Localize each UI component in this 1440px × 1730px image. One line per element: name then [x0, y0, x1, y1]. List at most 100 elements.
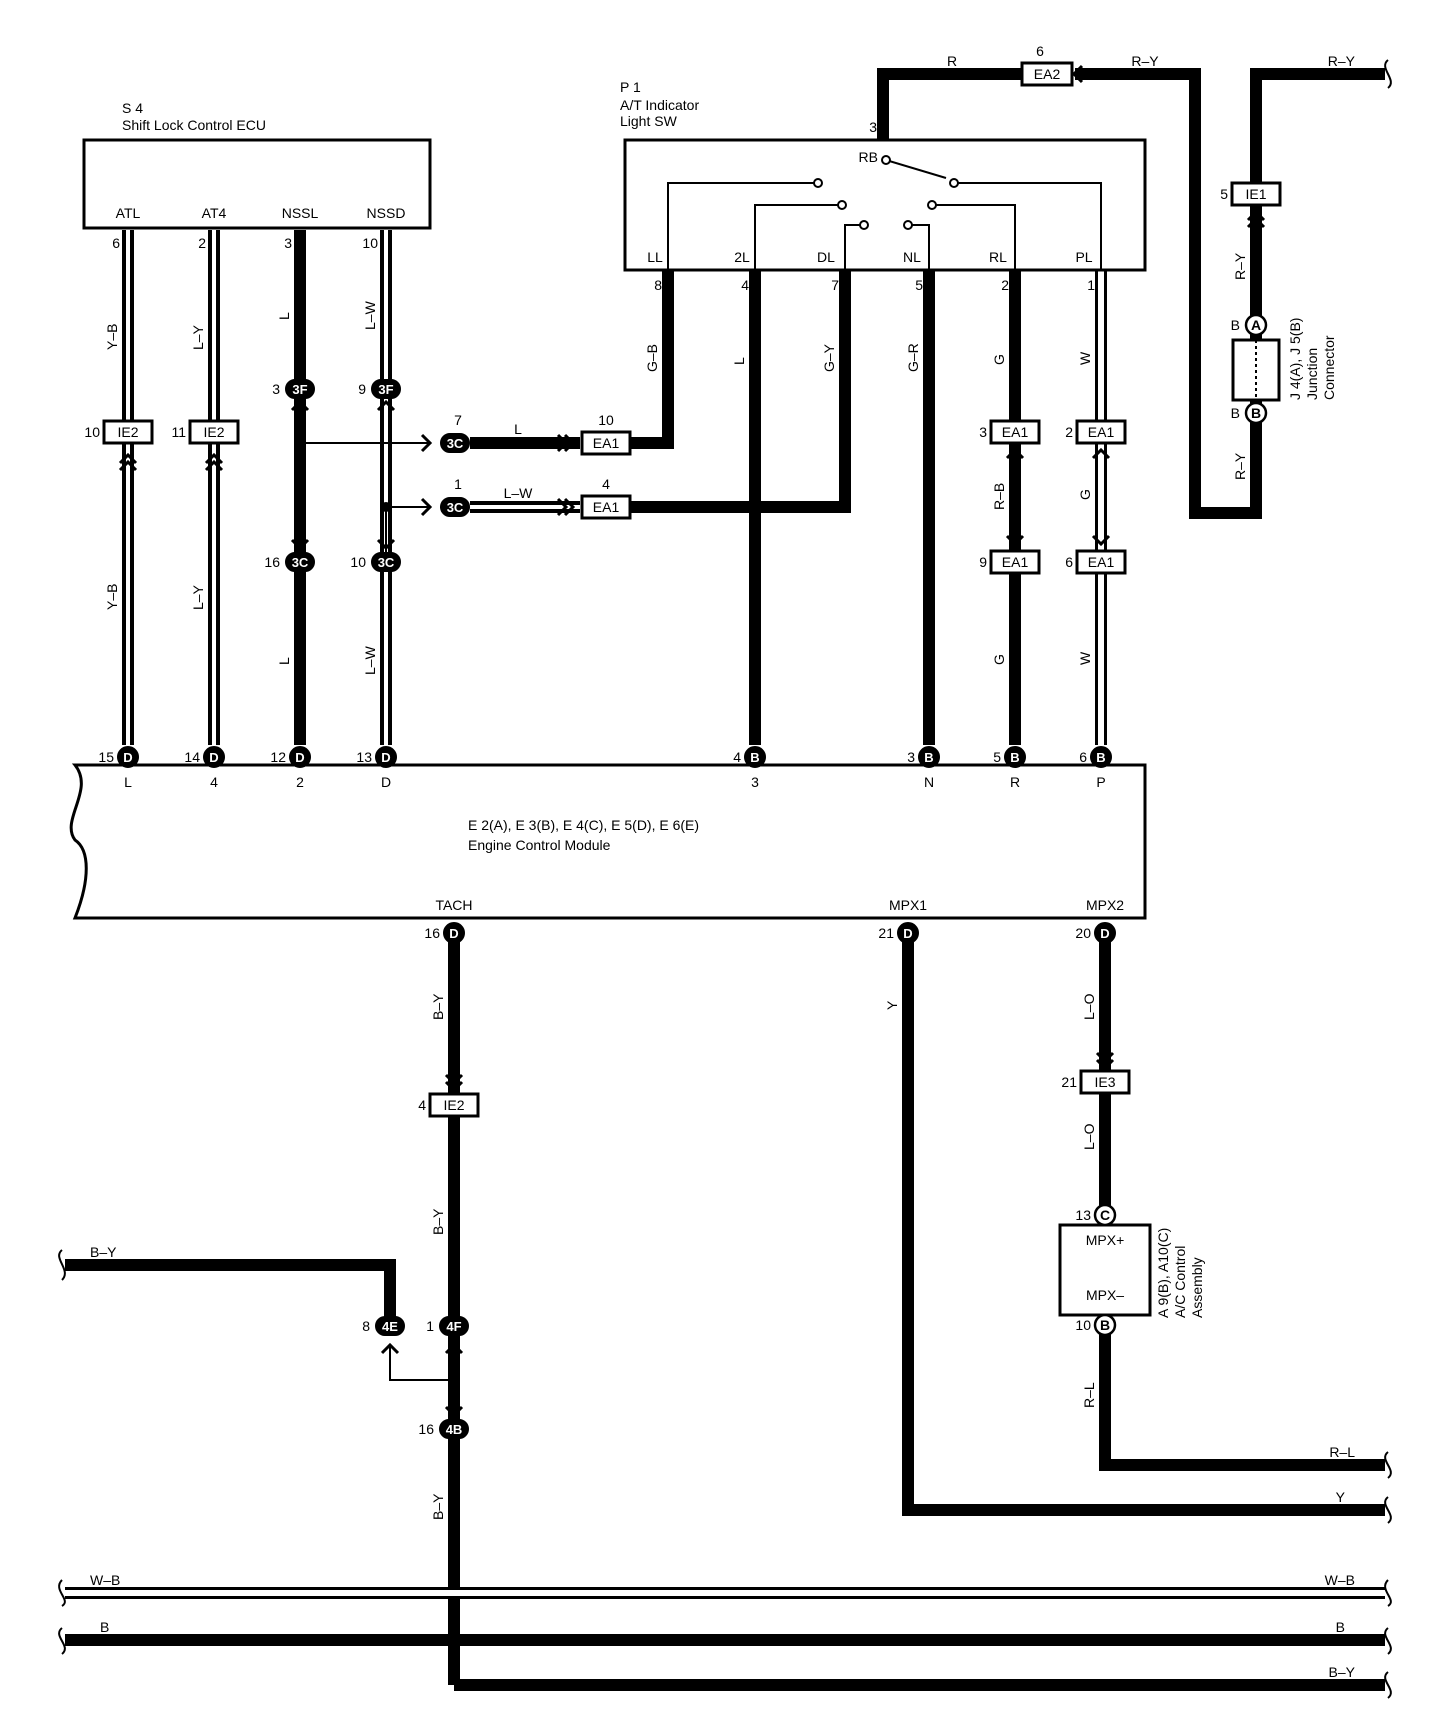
svg-text:R–Y: R–Y	[1232, 252, 1248, 280]
svg-text:2: 2	[1065, 424, 1073, 440]
s4-pin-num-6: 6	[112, 235, 120, 251]
svg-text:B–Y: B–Y	[430, 1493, 446, 1520]
svg-text:IE2: IE2	[443, 1097, 464, 1113]
svg-text:3F: 3F	[378, 382, 393, 397]
ecm-pin-3: 3	[751, 774, 759, 790]
svg-text:IE2: IE2	[117, 424, 138, 440]
p1-name-2: Light SW	[620, 113, 678, 129]
4e-branch-wire	[389, 1345, 454, 1381]
svg-text:G: G	[991, 354, 1007, 365]
p1-common-label: RB	[859, 149, 878, 165]
p1-pin-dl: DL	[817, 249, 835, 265]
ecm-pin-n: N	[924, 774, 934, 790]
chevrons	[118, 64, 1266, 1418]
svg-text:9: 9	[358, 381, 366, 397]
svg-text:G: G	[991, 654, 1007, 665]
svg-text:R–B: R–B	[991, 483, 1007, 510]
svg-text:5: 5	[993, 749, 1001, 765]
svg-text:L–W: L–W	[362, 645, 378, 675]
s4-pin-nssl: NSSL	[282, 205, 319, 221]
svg-text:10: 10	[1075, 1317, 1091, 1333]
shift-lock-ecu: S 4 Shift Lock Control ECU ATL AT4 NSSL …	[82, 100, 432, 251]
p1-pin-nl: NL	[903, 249, 921, 265]
ecm-pin-l: L	[124, 774, 132, 790]
s4-name: Shift Lock Control ECU	[122, 117, 266, 133]
p1-pin-num-7: 7	[831, 277, 839, 293]
svg-text:R–L: R–L	[1081, 1382, 1097, 1408]
ecm-pin-4: 4	[210, 774, 218, 790]
svg-text:21: 21	[1061, 1074, 1077, 1090]
svg-text:W–B: W–B	[90, 1572, 120, 1588]
svg-text:D: D	[295, 750, 304, 765]
svg-text:L–O: L–O	[1081, 993, 1097, 1020]
svg-text:D: D	[123, 750, 132, 765]
ry-loop-wire	[1075, 68, 1385, 519]
ac-mpx-plus: MPX+	[1086, 1232, 1125, 1248]
svg-text:C: C	[1100, 1207, 1110, 1223]
svg-text:7: 7	[454, 412, 462, 428]
p1-id: P 1	[620, 79, 641, 95]
ecm-pin-mpx1: MPX1	[889, 897, 927, 913]
p1-pin-num-4: 4	[741, 277, 749, 293]
ac-control-assembly: MPX+ MPX– C 13 B 10 A 9(B), A10(C) A/C C…	[1058, 1203, 1205, 1337]
junction-id: J 4(A), J 5(B)	[1287, 318, 1303, 400]
left-by-wire	[65, 1259, 396, 1325]
svg-text:3C: 3C	[292, 555, 309, 570]
mpx1-wire	[902, 935, 1385, 1516]
svg-text:B–Y: B–Y	[430, 1208, 446, 1235]
s4-pin-num-3: 3	[284, 235, 292, 251]
svg-text:B–Y: B–Y	[90, 1244, 117, 1260]
svg-text:L–W: L–W	[362, 300, 378, 330]
ecm-pin-p: P	[1096, 774, 1105, 790]
svg-text:B: B	[1231, 317, 1240, 333]
svg-text:Y: Y	[1336, 1489, 1346, 1505]
bus-ends	[58, 59, 1392, 1699]
svg-text:3: 3	[272, 381, 280, 397]
svg-text:6: 6	[1079, 749, 1087, 765]
svg-text:D: D	[903, 926, 912, 941]
svg-text:A: A	[1251, 317, 1261, 333]
svg-text:EA1: EA1	[1088, 554, 1115, 570]
ecm-pin-r: R	[1010, 774, 1020, 790]
svg-text:B: B	[1010, 750, 1019, 765]
svg-text:6: 6	[1036, 43, 1044, 59]
bus-labels: R–Y R–L Y W–B W–B B B B–Y	[90, 53, 1356, 1680]
svg-text:G–R: G–R	[905, 343, 921, 372]
svg-text:D: D	[381, 750, 390, 765]
s4-pin-nssd: NSSD	[367, 205, 406, 221]
p1-pin-rl: RL	[989, 249, 1007, 265]
svg-text:9: 9	[979, 554, 987, 570]
junction-connector: A B B B J 4(A), J 5(B) Junction Connecto…	[1231, 313, 1337, 425]
svg-text:B: B	[1251, 405, 1261, 421]
wires	[65, 68, 1385, 1691]
svg-text:4: 4	[602, 476, 610, 492]
svg-text:10: 10	[598, 412, 614, 428]
ac-name-1: A/C Control	[1172, 1246, 1188, 1318]
svg-text:3: 3	[907, 749, 915, 765]
p1-pin-num-2: 2	[1001, 277, 1009, 293]
svg-text:4E: 4E	[382, 1319, 398, 1334]
svg-text:EA1: EA1	[1088, 424, 1115, 440]
svg-text:B: B	[100, 1619, 109, 1635]
ecm-bottom-pins: D 16 D 21 D 20	[424, 922, 1116, 944]
svg-text:D: D	[209, 750, 218, 765]
svg-text:5: 5	[1220, 186, 1228, 202]
svg-text:L: L	[731, 357, 747, 365]
svg-text:D: D	[449, 926, 458, 941]
svg-text:1: 1	[454, 476, 462, 492]
svg-text:11: 11	[171, 424, 186, 440]
svg-text:B: B	[924, 750, 933, 765]
s4-pin-atl: ATL	[116, 205, 141, 221]
svg-text:8: 8	[362, 1318, 370, 1334]
svg-text:R–L: R–L	[1329, 1444, 1355, 1460]
svg-text:R–Y: R–Y	[1131, 53, 1159, 69]
svg-text:B: B	[1231, 405, 1240, 421]
svg-text:10: 10	[84, 424, 100, 440]
svg-text:R: R	[947, 53, 957, 69]
engine-control-module: E 2(A), E 3(B), E 4(C), E 5(D), E 6(E) E…	[69, 746, 1147, 944]
s4-pin-at4: AT4	[202, 205, 227, 221]
ll-wire	[630, 270, 674, 449]
svg-text:16: 16	[418, 1421, 434, 1437]
ecm-pin-d: D	[381, 774, 391, 790]
